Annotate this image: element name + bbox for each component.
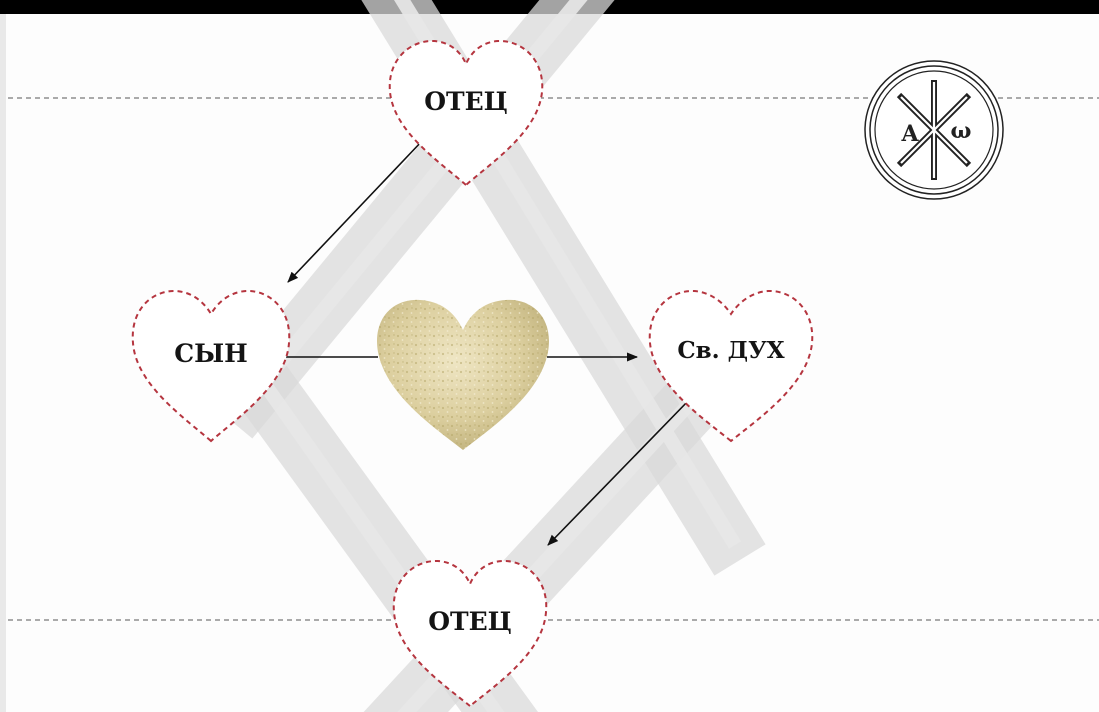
arrow-spirit-to-father — [547, 398, 691, 546]
seal-alpha-letter: A — [900, 121, 919, 147]
arrow-father-to-son — [287, 139, 424, 283]
heart-node-father-top: ОТЕЦ — [388, 39, 544, 187]
heart-node-holy-spirit: Св. ДУХ — [648, 289, 814, 443]
heart-label-father-top: ОТЕЦ — [424, 87, 508, 116]
seal-omega-letter: ω — [951, 118, 972, 144]
left-border-strip — [0, 14, 6, 712]
heart-node-father-bottom: ОТЕЦ — [392, 559, 548, 708]
alpha-omega-seal: A ω — [864, 60, 1004, 200]
heart-node-son: СЫН — [131, 289, 291, 443]
heart-label-holy-spirit: Св. ДУХ — [677, 337, 784, 364]
heart-label-father-bottom: ОТЕЦ — [428, 607, 512, 636]
heart-label-son: СЫН — [174, 339, 248, 368]
bread-heart-image — [377, 299, 549, 450]
